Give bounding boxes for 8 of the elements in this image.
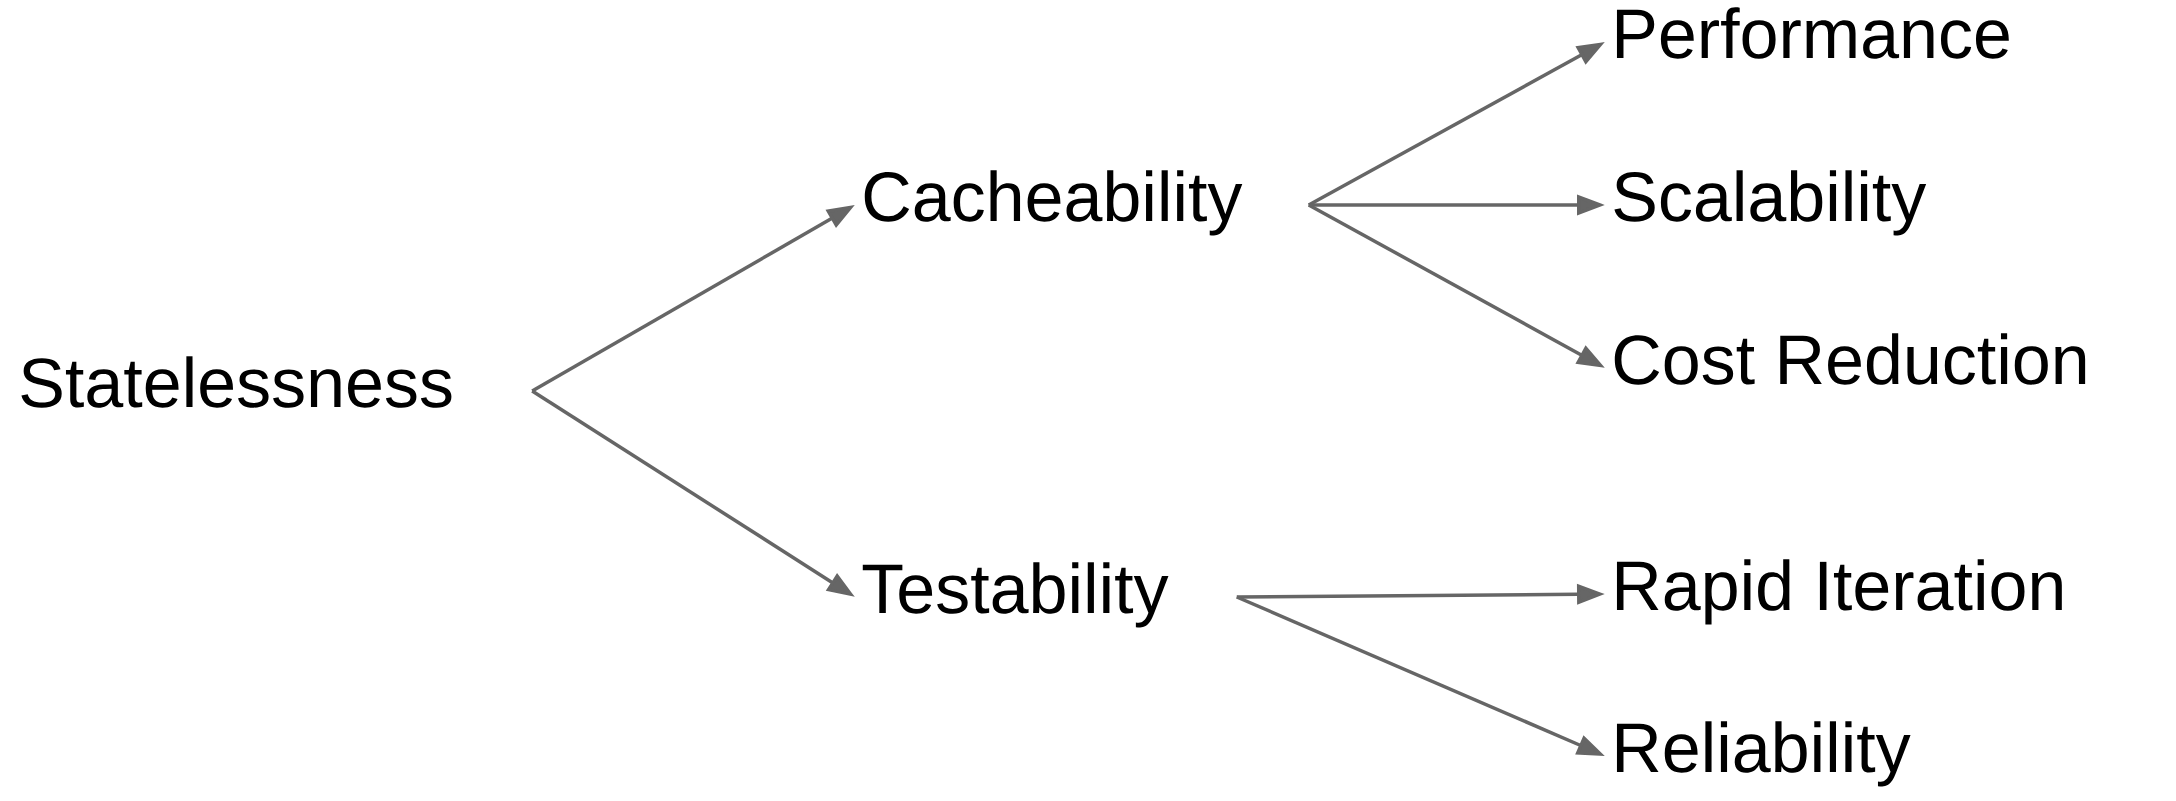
label-text: Rapid Iteration [1616,559,2062,625]
label-text: Reliability [1616,721,1911,787]
label-text: Statelessness [21,356,452,408]
label-text: Cost Reduction [1614,333,2086,385]
label-text: Cacheability [864,170,1243,236]
label-text: Scalability [1614,170,1927,236]
label-text: Testability [862,562,1169,628]
label-text: Performance [1616,7,2009,59]
